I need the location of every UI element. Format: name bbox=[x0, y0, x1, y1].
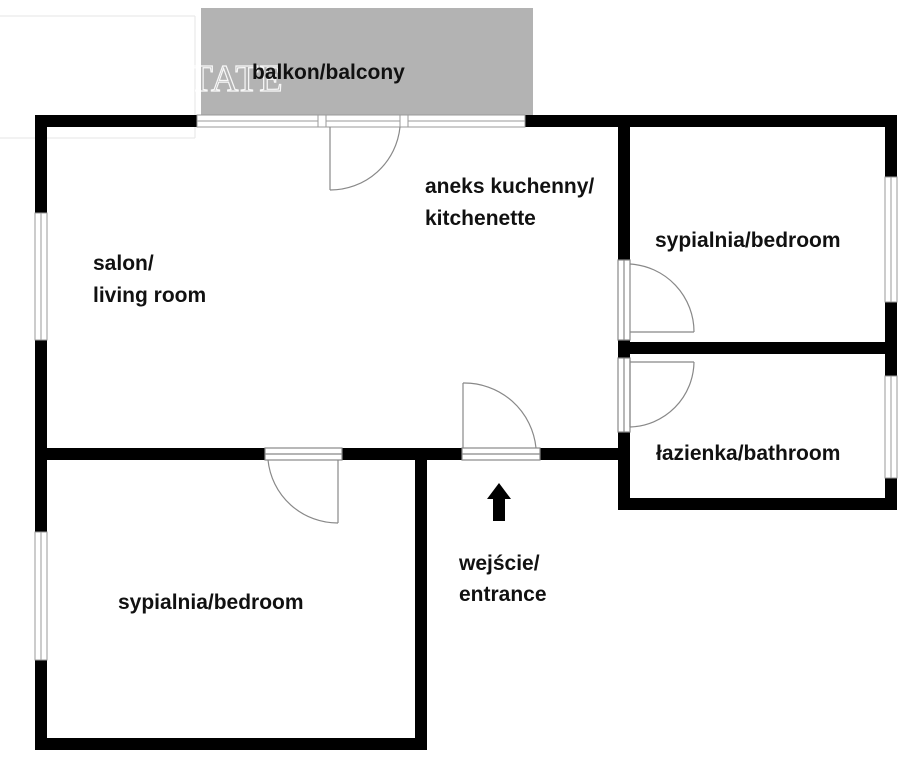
balcony-door bbox=[329, 126, 401, 191]
bedroom-top-label: sypialnia/bedroom bbox=[655, 229, 841, 252]
bathroom-label: łazienka/bathroom bbox=[656, 442, 840, 465]
watermark-logo: EASTATE bbox=[0, 15, 284, 139]
kitchen-label-line2: kitchenette bbox=[425, 207, 536, 230]
watermark-text: EASTATE bbox=[115, 58, 284, 100]
entrance-door bbox=[461, 382, 541, 461]
kitchen-label-line1: aneks kuchenny/ bbox=[425, 175, 594, 198]
entrance-label-line1: wejście/ bbox=[458, 552, 540, 575]
windows bbox=[34, 114, 898, 661]
bedroom-bottom-door bbox=[264, 447, 343, 524]
living-label-line1: salon/ bbox=[93, 252, 154, 275]
walls bbox=[35, 115, 897, 750]
balcony-label: balkon/balcony bbox=[252, 61, 405, 84]
bedroom-bottom-label: sypialnia/bedroom bbox=[118, 591, 304, 614]
doors bbox=[264, 126, 695, 524]
living-label-line2: living room bbox=[93, 284, 206, 307]
entrance-arrow-icon bbox=[487, 483, 511, 521]
bedroom-right-door bbox=[617, 259, 695, 341]
entrance-label-line2: entrance bbox=[459, 583, 547, 606]
balcony-area bbox=[201, 8, 533, 116]
bathroom-door bbox=[617, 357, 695, 433]
